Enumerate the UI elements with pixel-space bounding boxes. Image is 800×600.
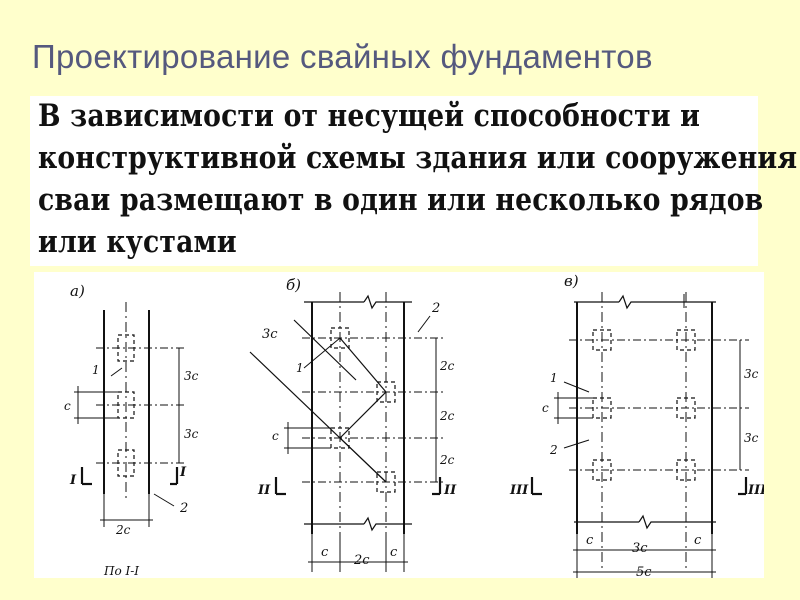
figure-a-dim-c: c (64, 399, 71, 413)
figure-v-label: в) (564, 272, 579, 290)
figure-a-dim-3c-bottom: 3c (184, 427, 199, 441)
figure-a-callout-1: 1 (92, 363, 100, 377)
text-excerpt: В зависимости от несущей способности и к… (30, 96, 797, 266)
figure-v-dim-3c-2: 3c (744, 431, 759, 445)
figure-v-section-right: III (747, 483, 764, 498)
figure-a-section-right: I (179, 465, 187, 480)
pile-layout-drawings: а) 1 2 3c 3c c 2c I I По I-I б) 1 2 3c 2… (34, 272, 767, 580)
figure-v-section-left: III (509, 483, 529, 498)
figure-a-section-left: I (69, 473, 77, 488)
figure-b-dim-2c-1: 2c (439, 359, 455, 373)
text-line-1: В зависимости от несущей способности и (38, 98, 701, 134)
figure-b-dim-c-side: c (272, 429, 279, 443)
figure-b-dim-3c: 3c (262, 327, 278, 342)
pile-layout-svg: а) 1 2 3c 3c c 2c I I По I-I б) 1 2 3c 2… (64, 272, 767, 580)
figure-b-dim-c-right: c (390, 545, 398, 560)
figure-a-dim-2c: 2c (115, 523, 131, 537)
figure-v-dim-c-right: c (694, 533, 702, 548)
figure-v-drawing (530, 292, 749, 578)
slide-title: Проектирование свайных фундаментов (32, 38, 653, 75)
figure-b-section-left: II (257, 483, 271, 498)
figure-v-dim-3c-bottom: 3c (632, 541, 648, 556)
figure-a-dim-3c-top: 3c (184, 369, 199, 383)
text-line-2: конструктивной схемы здания или сооружен… (38, 140, 798, 176)
figure-v-callout-2: 2 (549, 443, 558, 457)
figure-v-dim-5c: 5c (636, 565, 652, 578)
figure-b-dim-2c-3: 2c (439, 453, 455, 467)
figure-a-drawing (74, 302, 186, 527)
figure-v-dim-3c-1: 3c (744, 367, 759, 381)
text-line-3: сваи размещают в один или несколько рядо… (38, 182, 764, 218)
figure-a-label: а) (70, 282, 85, 300)
text-line-4: или кустами (38, 224, 237, 260)
figure-b-callout-2: 2 (431, 301, 440, 316)
figure-a-callout-2: 2 (179, 501, 188, 516)
figure-b-dim-2c-bottom: 2c (353, 553, 370, 568)
figure-b-section-right: II (443, 483, 457, 498)
figure-v-callout-1: 1 (550, 371, 558, 385)
figure-b-dim-c-left: c (321, 545, 329, 560)
figure-b-drawing (249, 292, 444, 572)
figure-v-dim-c-side: c (542, 401, 549, 415)
figure-b-dim-2c-2: 2c (439, 409, 455, 423)
figure-b-label: б) (286, 276, 301, 294)
figure-a-caption: По I-I (103, 564, 139, 578)
figure-b-callout-1: 1 (296, 361, 304, 375)
figure-v-dim-c-left: c (586, 533, 594, 548)
